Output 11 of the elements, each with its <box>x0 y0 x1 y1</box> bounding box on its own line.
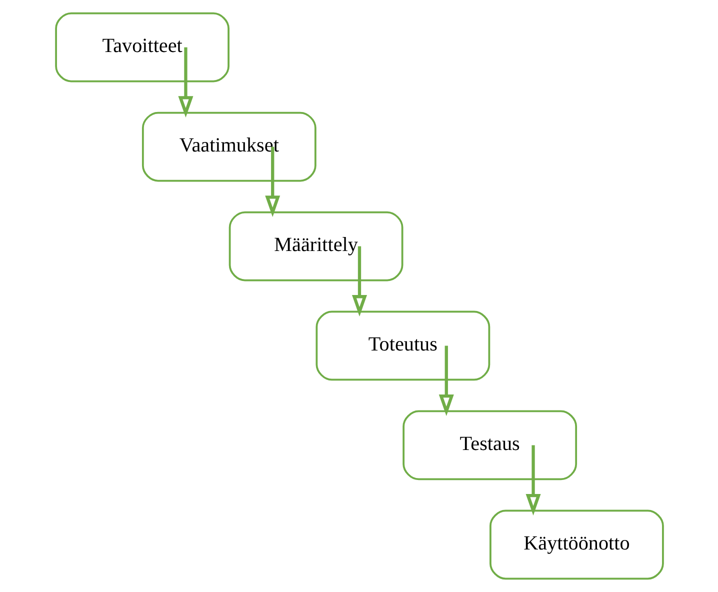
node-box: Määrittely <box>228 211 403 282</box>
node-box: Tavoitteet <box>54 12 229 82</box>
arrow <box>351 246 367 316</box>
node-box: Toteutus <box>315 310 490 381</box>
node-box: Käyttöönotto <box>489 510 664 580</box>
arrow <box>525 445 540 516</box>
node-box: Testaus <box>402 410 577 480</box>
arrow <box>438 346 454 416</box>
arrow <box>264 146 280 218</box>
node-box: Vaatimukset <box>141 112 316 182</box>
arrow <box>178 47 193 118</box>
